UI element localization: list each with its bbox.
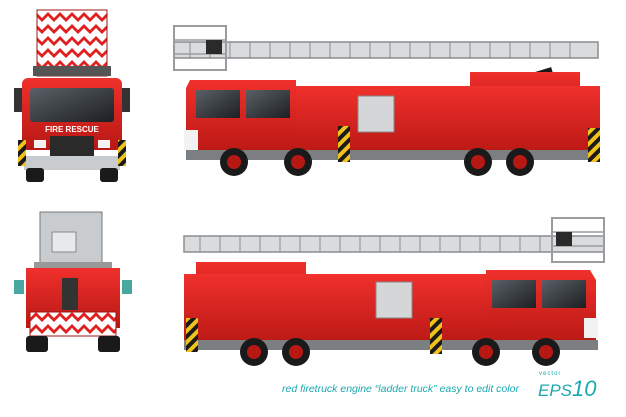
front-plate-text: FIRE RESCUE — [45, 125, 99, 134]
side-view-truck-left-facing — [173, 25, 600, 176]
vector-tag: vector — [539, 371, 562, 377]
eps-version: 10 — [572, 376, 597, 401]
rear-view-truck — [14, 211, 132, 352]
aerial-ladder — [173, 25, 599, 71]
aerial-ladder-lower — [183, 217, 605, 263]
front-view-truck — [14, 9, 130, 182]
side-view-truck-right-facing — [183, 217, 605, 366]
caption-text: red firetruck engine “ladder truck” easy… — [282, 383, 519, 395]
eps-format: EPS — [538, 381, 573, 400]
eps-badge: EPS10 — [538, 376, 597, 402]
